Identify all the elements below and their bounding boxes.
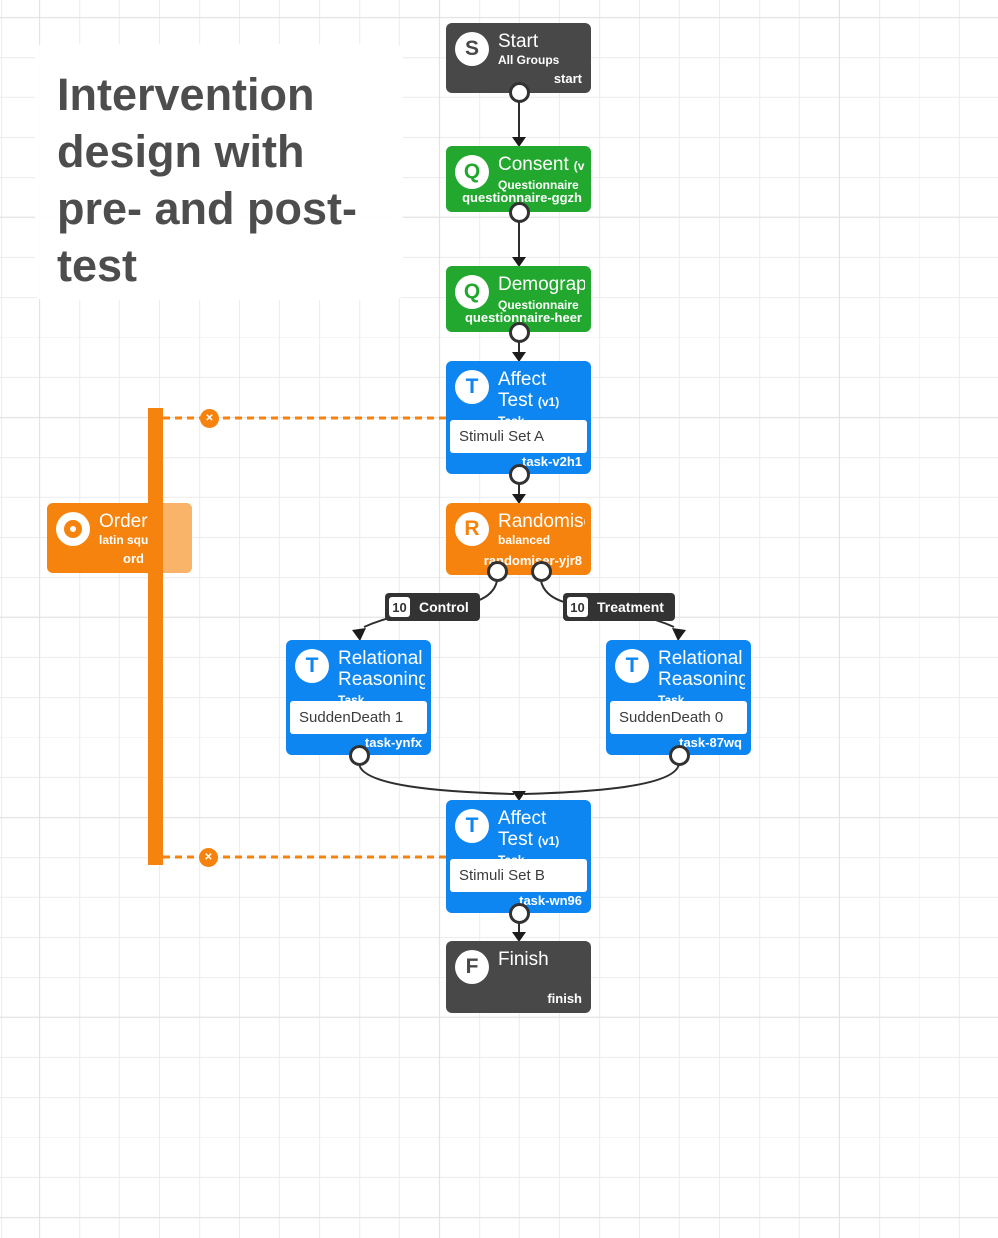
port-affect-pre-out[interactable] (509, 464, 530, 485)
node-tag: task-87wq (679, 735, 742, 750)
node-tag: ord (123, 551, 144, 566)
questionnaire-node-icon: Q (455, 275, 489, 309)
branch-label-control[interactable]: 10 Control (385, 593, 480, 621)
node-tag: finish (547, 991, 582, 1006)
task-node-icon: T (295, 649, 329, 683)
node-affect-test-pre[interactable]: T Affect Test(v1) Task Stimuli Set A tas… (446, 361, 591, 474)
canvas-note-text: Intervention design with pre- and post- … (57, 66, 403, 294)
node-title: Consent(v1) (498, 154, 585, 177)
node-affect-test-post[interactable]: T Affect Test(v1) Task Stimuli Set B tas… (446, 800, 591, 913)
spreadsheet-field[interactable]: SuddenDeath 1 (290, 701, 427, 734)
spreadsheet-field[interactable]: Stimuli Set B (450, 859, 587, 892)
order-span-dashed-lines (163, 416, 446, 859)
questionnaire-node-icon: Q (455, 155, 489, 189)
node-tag: randomiser-yjr8 (483, 553, 582, 568)
spreadsheet-field[interactable]: Stimuli Set A (450, 420, 587, 453)
order-span-detach-icon[interactable]: ✕ (200, 409, 219, 428)
node-version: (v1) (537, 395, 560, 409)
port-rr-control-out[interactable] (349, 745, 370, 766)
spreadsheet-field[interactable]: SuddenDeath 0 (610, 701, 747, 734)
finish-node-icon: F (455, 950, 489, 984)
node-subtitle: Questionnaire (498, 298, 579, 312)
node-randomiser[interactable]: R Randomiser balanced randomiser-yjr8 (446, 503, 591, 575)
port-randomiser-out-control[interactable] (487, 561, 508, 582)
node-demographics[interactable]: Q Demographics(v1) Questionnaire questio… (446, 266, 591, 332)
node-tag: start (553, 71, 582, 86)
randomiser-node-icon: R (455, 512, 489, 546)
node-title: Randomiser (498, 511, 585, 532)
note-line: test (57, 240, 138, 291)
branch-count: 10 (389, 597, 410, 617)
node-title: Affect Test(v1) (498, 369, 560, 411)
node-tag: task-ynfx (364, 735, 422, 750)
node-title: Start (498, 31, 539, 52)
port-start-out[interactable] (509, 82, 530, 103)
note-line: Intervention (57, 69, 315, 120)
node-title: Order (99, 511, 148, 532)
node-relational-reasoning-treatment[interactable]: T Relational Reasoning(v1) Task SuddenDe… (606, 640, 751, 755)
port-affect-post-out[interactable] (509, 903, 530, 924)
node-title: Affect Test(v1) (498, 808, 560, 850)
port-consent-out[interactable] (509, 202, 530, 223)
node-version: (v1) (573, 159, 585, 173)
node-title: Demographics(v1) (498, 274, 585, 295)
task-node-icon: T (455, 809, 489, 843)
canvas-note[interactable]: Intervention design with pre- and post- … (35, 44, 403, 300)
task-node-icon: T (455, 370, 489, 404)
port-demographics-out[interactable] (509, 322, 530, 343)
node-tag: questionnaire-ggzh (462, 190, 582, 205)
close-icon: ✕ (205, 413, 214, 424)
branch-name: Treatment (597, 599, 664, 615)
node-tag: task-wn96 (519, 893, 582, 908)
close-icon: ✕ (204, 852, 213, 863)
node-finish[interactable]: F Finish finish (446, 941, 591, 1013)
task-node-icon: T (615, 649, 649, 683)
node-tag: task-v2h1 (522, 454, 582, 469)
start-node-icon: S (455, 32, 489, 66)
branch-name: Control (419, 599, 469, 615)
node-title: Finish (498, 949, 549, 970)
branch-label-treatment[interactable]: 10 Treatment (563, 593, 675, 621)
node-subtitle: All Groups (498, 53, 560, 67)
note-line: design with (57, 126, 305, 177)
node-consent[interactable]: Q Consent(v1) Questionnaire questionnair… (446, 146, 591, 212)
order-span-bar[interactable] (148, 408, 163, 865)
order-span-detach-icon[interactable]: ✕ (199, 848, 218, 867)
node-relational-reasoning-control[interactable]: T Relational Reasoning(v1) Task SuddenDe… (286, 640, 431, 755)
node-title: Relational Reasoning(v1) (338, 648, 425, 690)
node-subtitle: balanced (498, 533, 551, 547)
order-node-faded-area (163, 503, 192, 573)
port-rr-treatment-out[interactable] (669, 745, 690, 766)
node-version: (v1) (537, 834, 560, 848)
port-randomiser-out-treatment[interactable] (531, 561, 552, 582)
node-title: Relational Reasoning(v1) (658, 648, 745, 690)
node-tag: questionnaire-heer (464, 310, 582, 325)
node-subtitle: Questionnaire (498, 178, 579, 192)
order-node-icon (56, 512, 90, 546)
node-start[interactable]: S Start All Groups start (446, 23, 591, 93)
branch-count: 10 (567, 597, 588, 617)
note-line: pre- and post- (57, 183, 357, 234)
